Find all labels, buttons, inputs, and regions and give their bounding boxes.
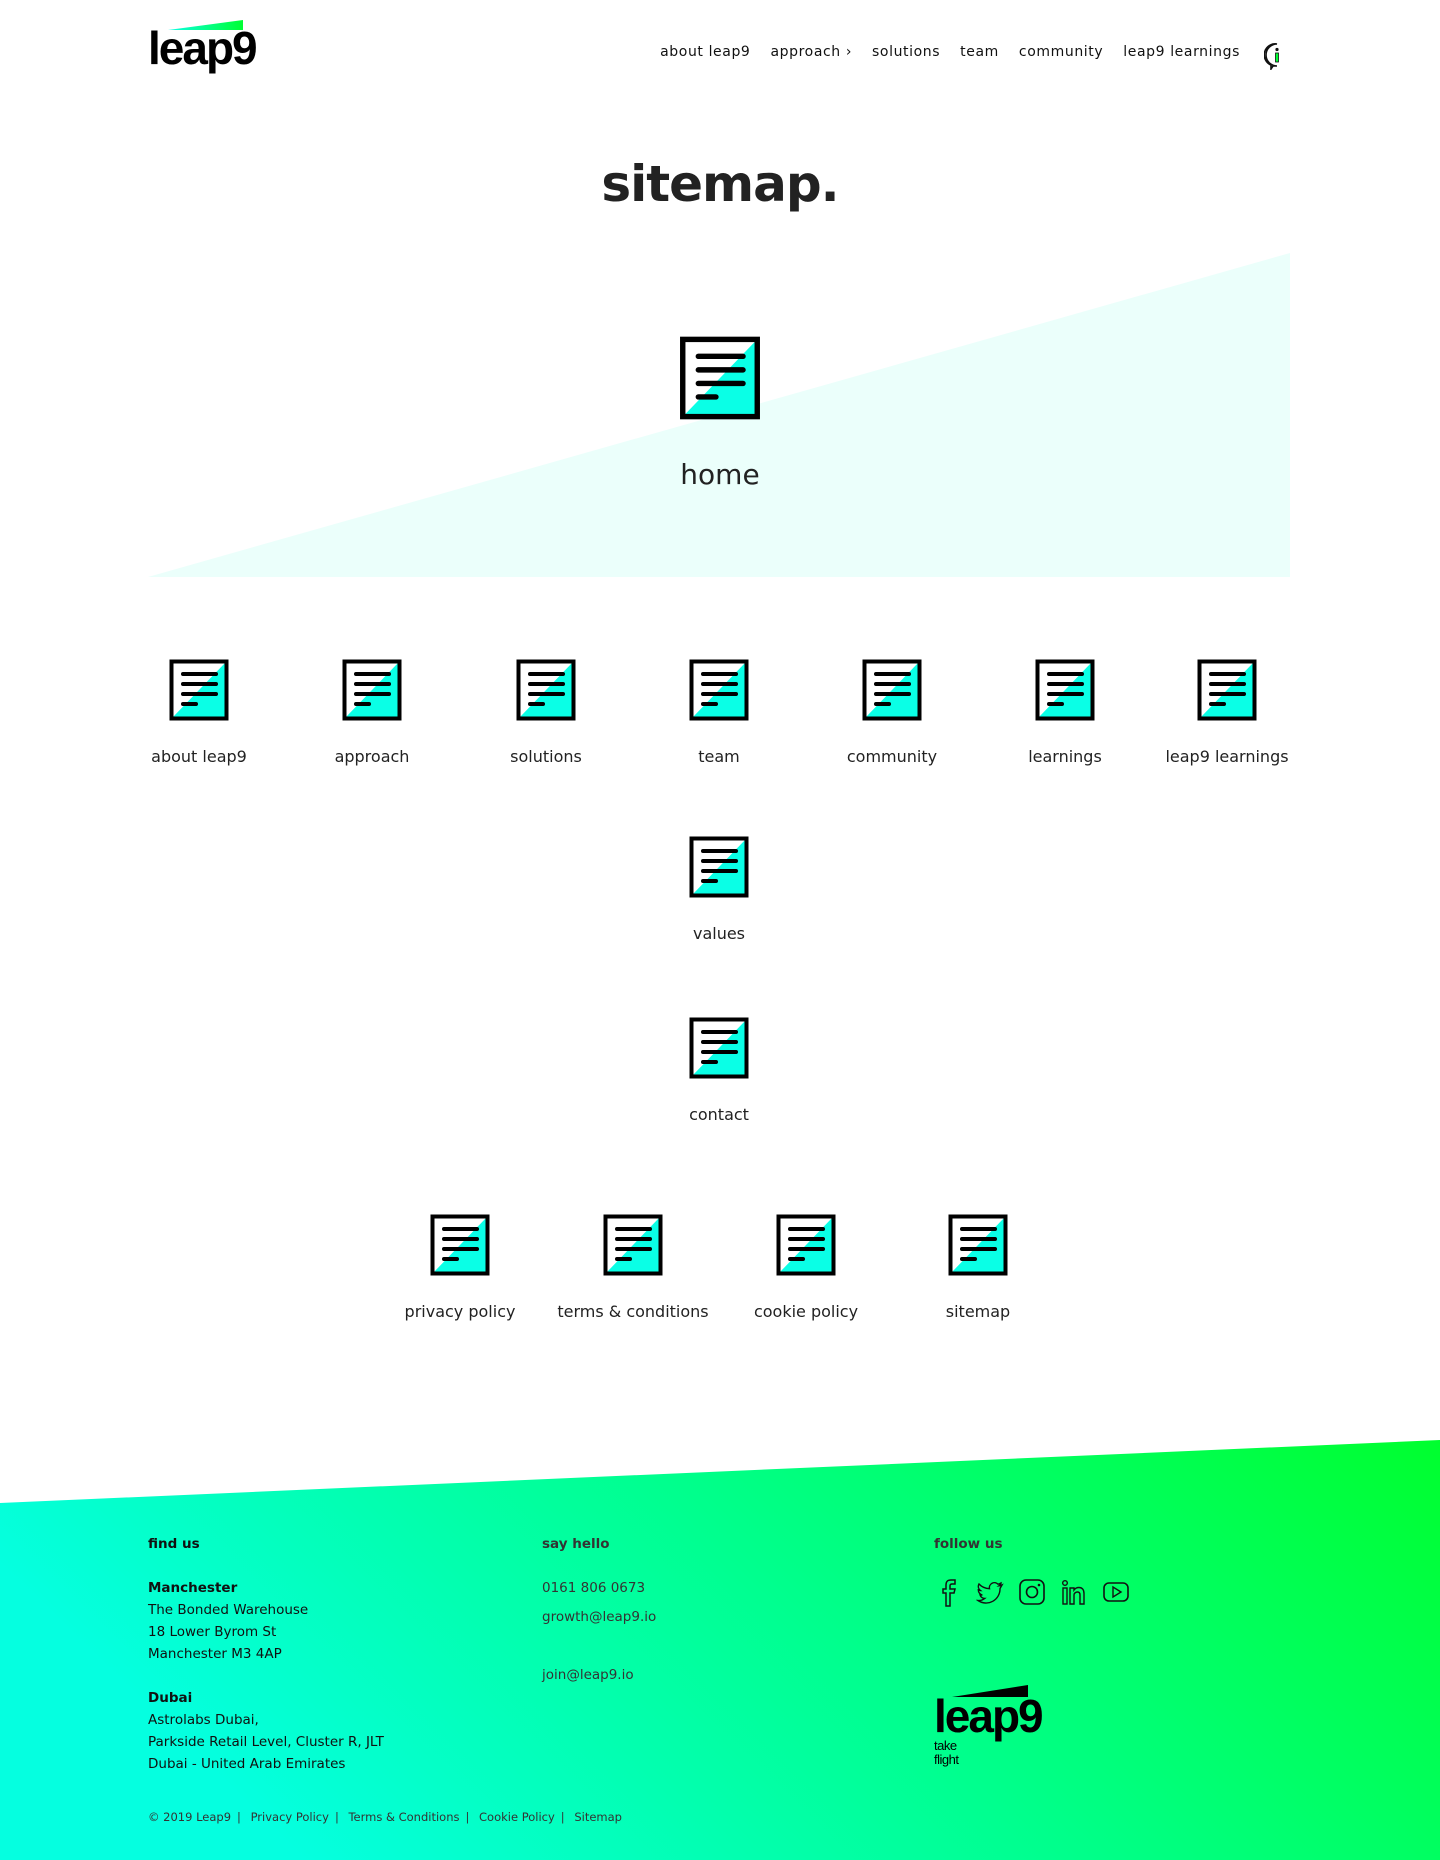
page-icon (516, 659, 576, 721)
nav-community[interactable]: community (1018, 44, 1104, 60)
page-icon (776, 1214, 836, 1276)
nav-about-leap9[interactable]: about leap9 (660, 44, 751, 60)
page-icon (1035, 659, 1095, 721)
sitemap-link-row3-0[interactable]: privacy policy (375, 1214, 545, 1321)
sitemap-link-label: leap9 learnings (1165, 747, 1289, 766)
sitemap-link-values[interactable]: values (634, 836, 804, 943)
page-icon (689, 659, 749, 721)
manchester-title: Manchester (148, 1580, 238, 1596)
page-title: sitemap. (601, 155, 839, 213)
sitemap-link-label: cookie policy (753, 1302, 859, 1321)
find-us-heading: find us (148, 1536, 200, 1552)
sitemap-link-label: values (692, 924, 746, 943)
page-icon (689, 1017, 749, 1079)
sitemap-link-row1-1[interactable]: approach (287, 659, 457, 766)
footer-find-us: find us Manchester The Bonded Warehouse … (148, 1533, 384, 1775)
sitemap-link-label: approach (334, 747, 410, 766)
phone-link[interactable]: 0161 806 0673 (542, 1580, 646, 1596)
nav-team[interactable]: team (960, 44, 999, 60)
leap9-takeflight-logo: leap9 take flight (934, 1685, 1044, 1767)
sitemap-link-row1-0[interactable]: about leap9 (114, 659, 284, 766)
sitemap-link-row1-6[interactable]: leap9 learnings (1142, 659, 1312, 766)
footer-follow-us: follow us leap9 take flight (934, 1533, 1130, 1767)
sitemap-link-label: contact (689, 1105, 749, 1124)
address-line: The Bonded Warehouse (148, 1602, 309, 1618)
page-icon (680, 336, 760, 420)
footer-bottom-links: © 2019 Leap9| Privacy Policy| Terms & Co… (148, 1810, 622, 1824)
page-icon (342, 659, 402, 721)
svg-text:leap9: leap9 (934, 1690, 1042, 1742)
youtube-icon[interactable] (1102, 1577, 1130, 1607)
main-nav: about leap9 approach › solutions team co… (660, 44, 1240, 60)
sitemap-link-row3-3[interactable]: sitemap (893, 1214, 1063, 1321)
facebook-icon[interactable] (934, 1577, 962, 1607)
page-icon (430, 1214, 490, 1276)
svg-text:flight: flight (934, 1752, 959, 1767)
address-line: Parkside Retail Level, Cluster R, JLT (148, 1734, 384, 1750)
page-icon (948, 1214, 1008, 1276)
leap9-logo[interactable]: leap9 (148, 20, 273, 76)
page-icon (169, 659, 229, 721)
address-line: Astrolabs Dubai, (148, 1712, 259, 1728)
sitemap-link-row3-2[interactable]: cookie policy (721, 1214, 891, 1321)
cookie-policy-link[interactable]: Cookie Policy (479, 1810, 555, 1824)
sitemap-link[interactable]: Sitemap (574, 1810, 622, 1824)
address-line: Manchester M3 4AP (148, 1646, 282, 1662)
sitemap-link-label: team (698, 747, 740, 766)
join-email-link[interactable]: join@leap9.io (542, 1667, 634, 1683)
sitemap-link-home[interactable]: home (635, 336, 805, 491)
info-icon[interactable] (1264, 42, 1290, 70)
page-icon (689, 836, 749, 898)
instagram-icon[interactable] (1018, 1577, 1046, 1607)
page-icon (862, 659, 922, 721)
sitemap-link-row1-2[interactable]: solutions (461, 659, 631, 766)
page-icon (603, 1214, 663, 1276)
footer-say-hello: say hello 0161 806 0673 growth@leap9.io … (542, 1533, 656, 1686)
nav-solutions[interactable]: solutions (872, 44, 941, 60)
copyright: © 2019 Leap9 (148, 1810, 232, 1824)
nav-leap9-learnings[interactable]: leap9 learnings (1123, 44, 1240, 60)
svg-text:leap9: leap9 (148, 22, 256, 74)
sitemap-link-label: community (846, 747, 938, 766)
sitemap-link-row1-4[interactable]: community (807, 659, 977, 766)
footer-background (0, 1440, 1440, 1860)
sitemap-link-label: about leap9 (151, 747, 247, 766)
address-line: Dubai - United Arab Emirates (148, 1756, 346, 1772)
twitter-icon[interactable] (975, 1577, 1004, 1607)
sitemap-link-label: solutions (510, 747, 582, 766)
sitemap-link-row1-5[interactable]: learnings (980, 659, 1150, 766)
sitemap-link-label: sitemap (945, 1302, 1011, 1321)
svg-text:take: take (934, 1738, 957, 1753)
growth-email-link[interactable]: growth@leap9.io (542, 1609, 657, 1625)
dubai-title: Dubai (148, 1690, 193, 1706)
sitemap-link-row3-1[interactable]: terms & conditions (548, 1214, 718, 1321)
sitemap-link-contact[interactable]: contact (634, 1017, 804, 1124)
sitemap-link-label: home (680, 458, 760, 491)
address-line: 18 Lower Byrom St (148, 1624, 277, 1640)
terms-link[interactable]: Terms & Conditions (348, 1810, 460, 1824)
linkedin-icon[interactable] (1060, 1577, 1088, 1607)
sitemap-link-label: privacy policy (404, 1302, 516, 1321)
sitemap-link-label: learnings (1028, 747, 1102, 766)
sitemap-link-label: terms & conditions (557, 1302, 709, 1321)
sitemap-link-row1-3[interactable]: team (634, 659, 804, 766)
say-hello-heading: say hello (542, 1536, 610, 1552)
follow-us-heading: follow us (934, 1536, 1003, 1552)
page-icon (1197, 659, 1257, 721)
privacy-policy-link[interactable]: Privacy Policy (250, 1810, 329, 1824)
nav-approach[interactable]: approach › (770, 44, 853, 60)
